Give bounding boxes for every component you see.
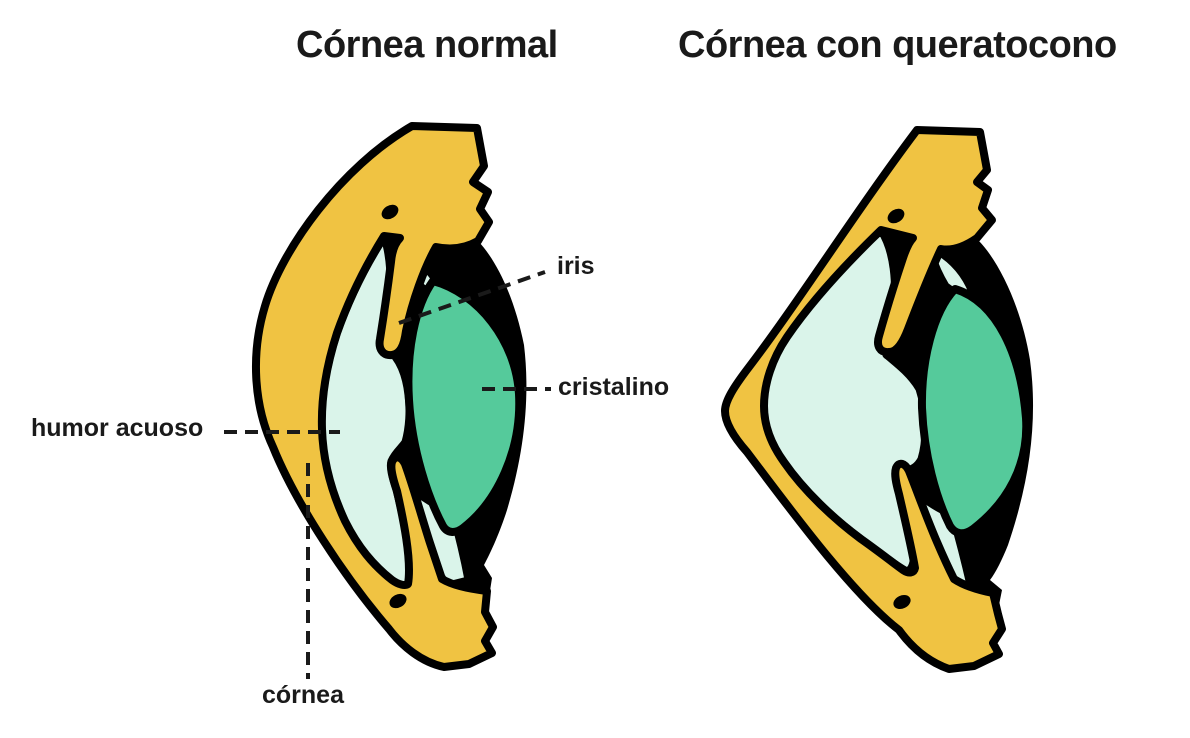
normal-eye-sclera-cornea <box>252 122 497 671</box>
keratoconus-eye-figure <box>721 126 1034 673</box>
cornea-label: córnea <box>262 681 344 709</box>
keratoconus-eye-sclera-cornea <box>721 126 1006 673</box>
iris-label: iris <box>557 252 595 280</box>
keratoconus-eye-dot-bottom <box>893 594 911 610</box>
normal-eye-dot-top <box>381 204 399 220</box>
keratoconus-eye-lens <box>917 285 1031 538</box>
cristalino-label: cristalino <box>558 373 670 401</box>
iris-leader-line <box>398 270 546 325</box>
normal-eye-figure <box>252 122 527 671</box>
humor-acuoso-label: humor acuoso <box>31 414 204 442</box>
right-panel-title: Córnea con queratocono <box>678 24 1117 66</box>
normal-eye-lens <box>404 277 524 536</box>
left-panel-title: Córnea normal <box>296 24 558 66</box>
keratoconus-eye-dot-top <box>887 208 905 224</box>
normal-eye-dot-bottom <box>389 593 407 609</box>
